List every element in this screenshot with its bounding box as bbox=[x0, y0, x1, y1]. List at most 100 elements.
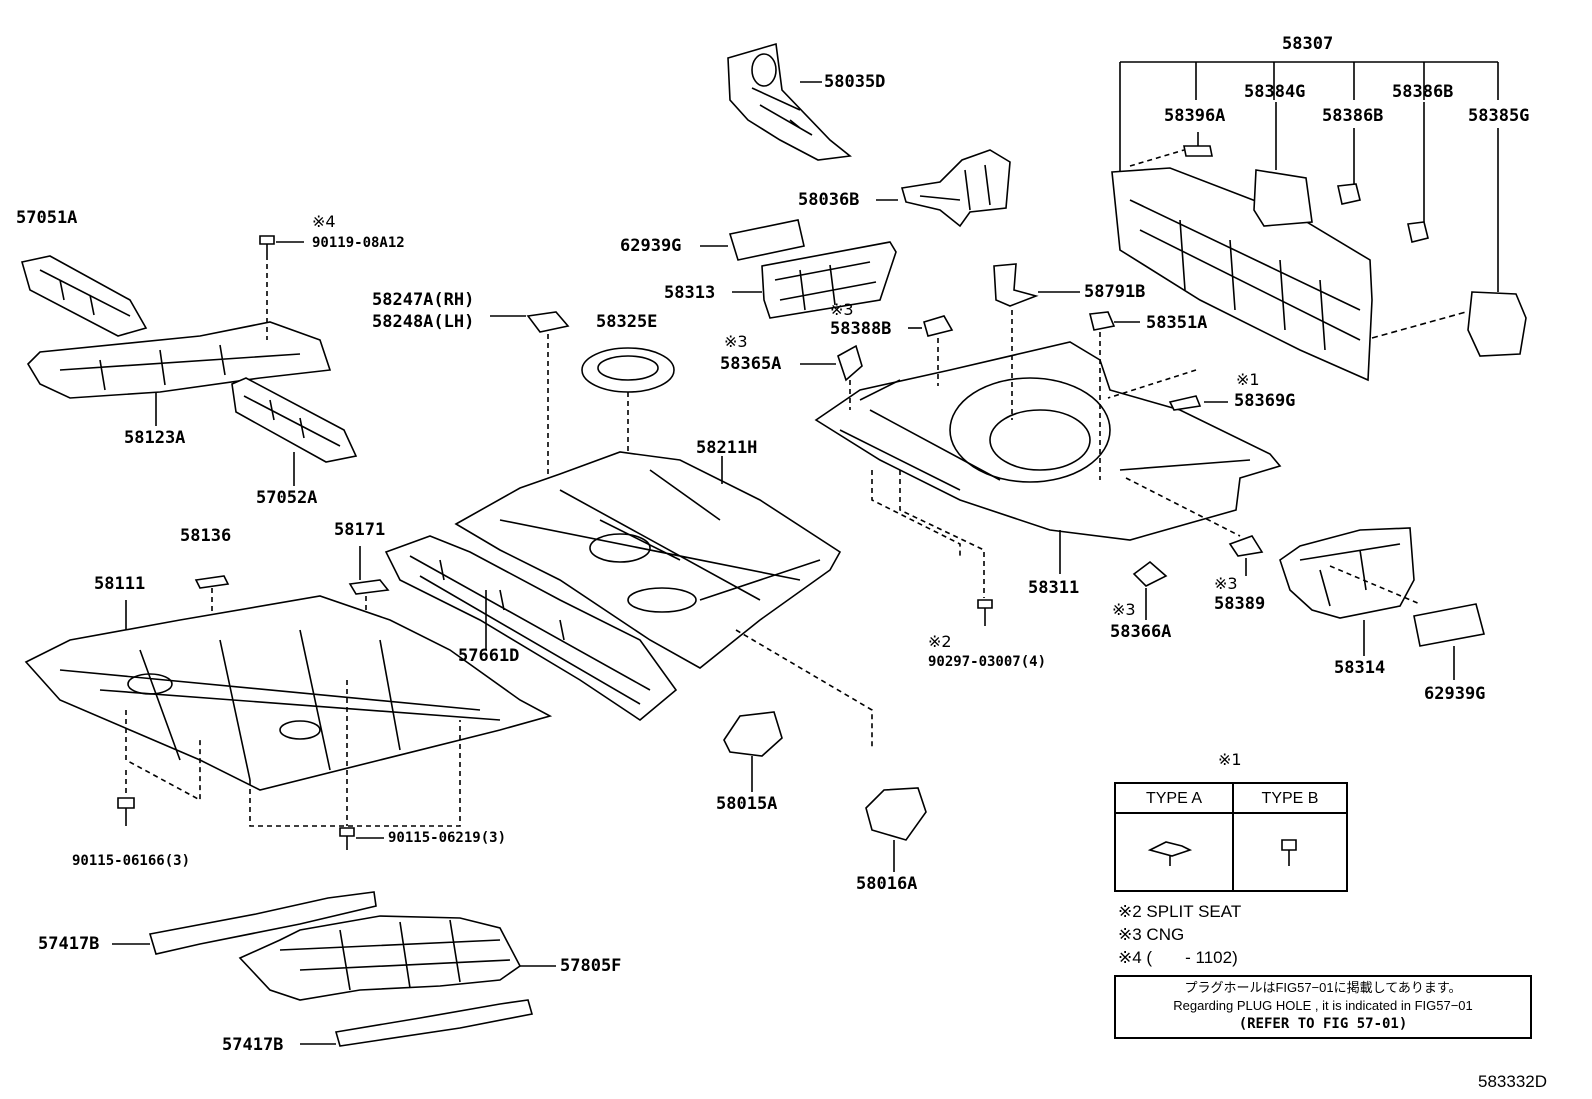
label-58386b-upper: 58386B bbox=[1392, 82, 1454, 102]
reference-line-refer: (REFER TO FIG 57-01) bbox=[1238, 1016, 1408, 1032]
part-57805f-drawing bbox=[238, 915, 522, 1001]
label-58016a: 58016A bbox=[856, 874, 918, 894]
label-58111: 58111 bbox=[94, 574, 146, 594]
reference-line-english: Regarding PLUG HOLE , it is indicated in… bbox=[1173, 998, 1473, 1013]
label-58384g: 58384G bbox=[1244, 82, 1306, 102]
part-58211h-rear-floor-drawing bbox=[454, 451, 842, 669]
part-58386b-clip2-drawing bbox=[1407, 221, 1429, 243]
diagram-code: 583332D bbox=[1478, 1072, 1548, 1091]
label-57417b-lower: 57417B bbox=[222, 1035, 284, 1055]
label-62939g-lower: 62939G bbox=[1424, 684, 1486, 704]
label-58386b-lower: 58386B bbox=[1322, 106, 1384, 126]
reference-line-japanese: プラグホールはFIG57−01に掲載してあります。 bbox=[1184, 980, 1462, 995]
bolt-90115-06219-drawing bbox=[339, 827, 355, 850]
label-58035d: 58035D bbox=[824, 72, 886, 92]
part-58111-front-floor-drawing bbox=[24, 595, 553, 791]
part-58171-drawing bbox=[348, 579, 390, 595]
part-58396a-drawing bbox=[1183, 145, 1213, 157]
part-57417b-upper-drawing bbox=[148, 891, 377, 955]
bolt-90119-drawing bbox=[259, 235, 275, 260]
part-58389-drawing bbox=[1228, 535, 1264, 557]
part-58365a-drawing bbox=[837, 344, 863, 382]
label-58248a: 58248A(LH) bbox=[372, 312, 475, 332]
bolt-90297-drawing bbox=[977, 599, 993, 626]
label-90115-06166: 90115-06166(3) bbox=[72, 853, 191, 869]
label-58313: 58313 bbox=[664, 283, 716, 303]
part-58307-rear-panel-drawing bbox=[1111, 167, 1373, 382]
note-mark-3-58366a: ※3 bbox=[1112, 600, 1136, 619]
note-mark-1-type-table: ※1 bbox=[1218, 750, 1242, 769]
label-57661d: 57661D bbox=[458, 646, 520, 666]
part-58325e-drawing bbox=[581, 347, 675, 393]
label-58171: 58171 bbox=[334, 520, 386, 540]
label-58365a: 58365A bbox=[720, 354, 782, 374]
bolt-90115-06166-drawing bbox=[117, 797, 135, 826]
part-58386b-clip-drawing bbox=[1337, 183, 1361, 205]
label-90119-08a12: 90119-08A12 bbox=[312, 235, 405, 251]
type-a-header: TYPE A bbox=[1145, 790, 1203, 807]
label-58389: 58389 bbox=[1214, 594, 1266, 614]
label-57052a: 57052A bbox=[256, 488, 318, 508]
label-57051a: 57051A bbox=[16, 208, 78, 228]
part-58313-drawing bbox=[761, 241, 897, 319]
part-58247a-drawing bbox=[526, 311, 570, 333]
part-58369g-clip-drawing bbox=[1168, 395, 1202, 411]
label-58314: 58314 bbox=[1334, 658, 1386, 678]
part-57661d-crossmember-drawing bbox=[384, 535, 678, 721]
part-58388b-drawing bbox=[923, 315, 954, 337]
label-58369g: 58369G bbox=[1234, 391, 1296, 411]
part-58015a-drawing bbox=[723, 711, 783, 757]
part-57051a-drawing bbox=[20, 255, 148, 337]
part-58136-drawing bbox=[194, 575, 230, 589]
clip-type-table: TYPE A TYPE B bbox=[1114, 782, 1348, 892]
note-date-range: ※4 ( - 1102) bbox=[1118, 948, 1238, 967]
part-62939g-pad-drawing bbox=[728, 219, 805, 261]
part-58366a-drawing bbox=[1132, 560, 1168, 587]
label-62939g-upper: 62939G bbox=[620, 236, 682, 256]
type-a-column bbox=[1116, 784, 1234, 890]
part-58385g-drawing bbox=[1467, 291, 1527, 357]
note-mark-3-58388b: ※3 bbox=[830, 300, 854, 319]
note-mark-3-58365a: ※3 bbox=[724, 332, 748, 351]
part-58123a-drawing bbox=[26, 321, 332, 399]
assembly-bracket-58307 bbox=[1119, 61, 1499, 172]
part-58035d-drawing bbox=[727, 42, 852, 161]
part-58351a-drawing bbox=[1089, 311, 1116, 331]
type-table-header-divider bbox=[1116, 812, 1346, 814]
label-58307: 58307 bbox=[1282, 34, 1334, 54]
label-90115-06219: 90115-06219(3) bbox=[388, 830, 507, 846]
label-90297-03007: 90297-03007(4) bbox=[928, 654, 1047, 670]
reference-box: プラグホールはFIG57−01に掲載してあります。 Regarding PLUG… bbox=[1114, 975, 1532, 1039]
part-58384g-drawing bbox=[1253, 169, 1313, 227]
label-58325e: 58325E bbox=[596, 312, 658, 332]
label-58247a: 58247A(RH) bbox=[372, 290, 475, 310]
label-58385g: 58385G bbox=[1468, 106, 1530, 126]
note-mark-1-58369g: ※1 bbox=[1236, 370, 1260, 389]
part-58036b-drawing bbox=[900, 149, 1011, 228]
label-58388b: 58388B bbox=[830, 319, 892, 339]
label-58036b: 58036B bbox=[798, 190, 860, 210]
label-58311: 58311 bbox=[1028, 578, 1080, 598]
part-58311-spare-tire-floor-drawing bbox=[814, 341, 1282, 541]
note-mark-4-bolt: ※4 bbox=[312, 212, 336, 231]
part-58016a-drawing bbox=[865, 787, 927, 841]
note-mark-2-bolt: ※2 bbox=[928, 632, 952, 651]
label-58123a: 58123A bbox=[124, 428, 186, 448]
label-57417b-upper: 57417B bbox=[38, 934, 100, 954]
label-58791b: 58791B bbox=[1084, 282, 1146, 302]
part-62939g-pad2-drawing bbox=[1413, 603, 1485, 647]
clip-type-a-icon bbox=[1147, 841, 1193, 866]
label-58351a: 58351A bbox=[1146, 313, 1208, 333]
label-57805f: 57805F bbox=[560, 956, 622, 976]
label-58136: 58136 bbox=[180, 526, 232, 546]
note-cng: ※3 CNG bbox=[1118, 925, 1185, 944]
label-58366a: 58366A bbox=[1110, 622, 1172, 642]
label-58211h: 58211H bbox=[696, 438, 758, 458]
part-57052a-drawing bbox=[231, 377, 358, 463]
label-58396a: 58396A bbox=[1164, 106, 1226, 126]
part-58791b-drawing bbox=[993, 263, 1039, 307]
label-58015a: 58015A bbox=[716, 794, 778, 814]
note-split-seat: ※2 SPLIT SEAT bbox=[1118, 902, 1242, 921]
type-b-header: TYPE B bbox=[1261, 790, 1319, 807]
